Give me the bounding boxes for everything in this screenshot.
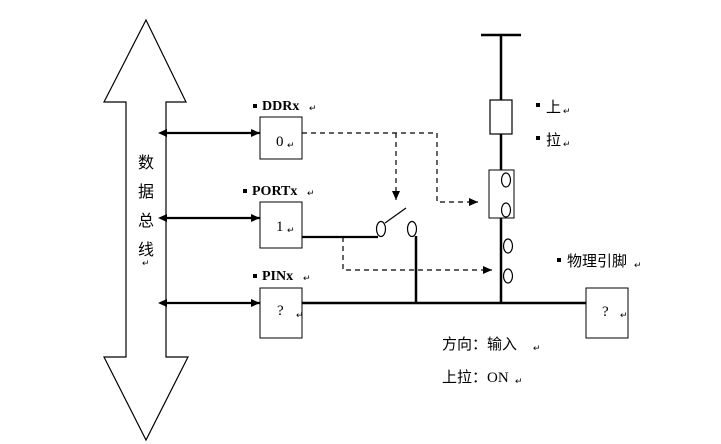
port-register-box	[259, 201, 303, 249]
pin-switch-contact	[502, 268, 514, 284]
switch-contact-left	[375, 220, 387, 238]
return-mark: ↵	[287, 225, 295, 235]
bus-label: 数 据 总 线	[138, 154, 154, 259]
return-mark: ↵	[563, 139, 571, 149]
port-register-name: PORTx	[252, 184, 297, 199]
physical-pin-box	[585, 287, 629, 339]
bullet-icon	[253, 274, 257, 278]
pullup-label-char: 上	[546, 99, 561, 116]
return-mark: ↵	[303, 273, 311, 283]
bus-label-char: 据	[138, 183, 154, 201]
pin-register-name: PINx	[262, 269, 293, 284]
data-bus-arrow	[103, 18, 189, 442]
return-mark: ↵	[142, 258, 150, 268]
bullet-icon	[536, 136, 540, 140]
pin-register-box	[259, 287, 303, 339]
return-mark: ↵	[620, 310, 628, 320]
return-mark: ↵	[307, 188, 315, 198]
return-mark: ↵	[533, 343, 541, 353]
bullet-icon	[253, 104, 257, 108]
bullet-icon	[536, 103, 540, 107]
pin-value: ?	[277, 303, 284, 319]
pullup-switch-contact	[500, 202, 512, 218]
pullup-status: 上拉：ON	[442, 369, 509, 386]
bus-label-char: 线	[138, 241, 154, 259]
pullup-label-char: 拉	[546, 132, 561, 149]
bus-label-char: 数	[138, 154, 154, 172]
ddr-register-name: DDRx	[262, 99, 299, 114]
port-control-dashed	[342, 237, 492, 274]
return-mark: ↵	[634, 260, 642, 270]
pullup-resistor	[489, 99, 513, 135]
return-mark: ↵	[563, 106, 571, 116]
bullet-icon	[243, 189, 247, 193]
switch-contact-right	[406, 220, 418, 238]
ddr-value: 0	[276, 134, 284, 150]
pullup-switch-contact	[500, 172, 512, 188]
return-mark: ↵	[515, 376, 523, 386]
bus-label-char: 总	[138, 212, 154, 230]
bullet-icon	[557, 258, 561, 262]
return-mark: ↵	[287, 140, 295, 150]
direction-status: 方向：输入	[442, 336, 517, 353]
return-mark: ↵	[309, 103, 317, 113]
physical-pin-label: 物理引脚	[567, 253, 627, 270]
port-value: 1	[276, 219, 284, 235]
ddr-control-dashed	[302, 132, 478, 206]
pin-switch-contact	[502, 238, 514, 254]
ddr-register-box	[259, 116, 303, 160]
physical-pin-value: ?	[602, 304, 609, 320]
return-mark: ↵	[296, 310, 304, 320]
switch-lever	[384, 207, 407, 224]
